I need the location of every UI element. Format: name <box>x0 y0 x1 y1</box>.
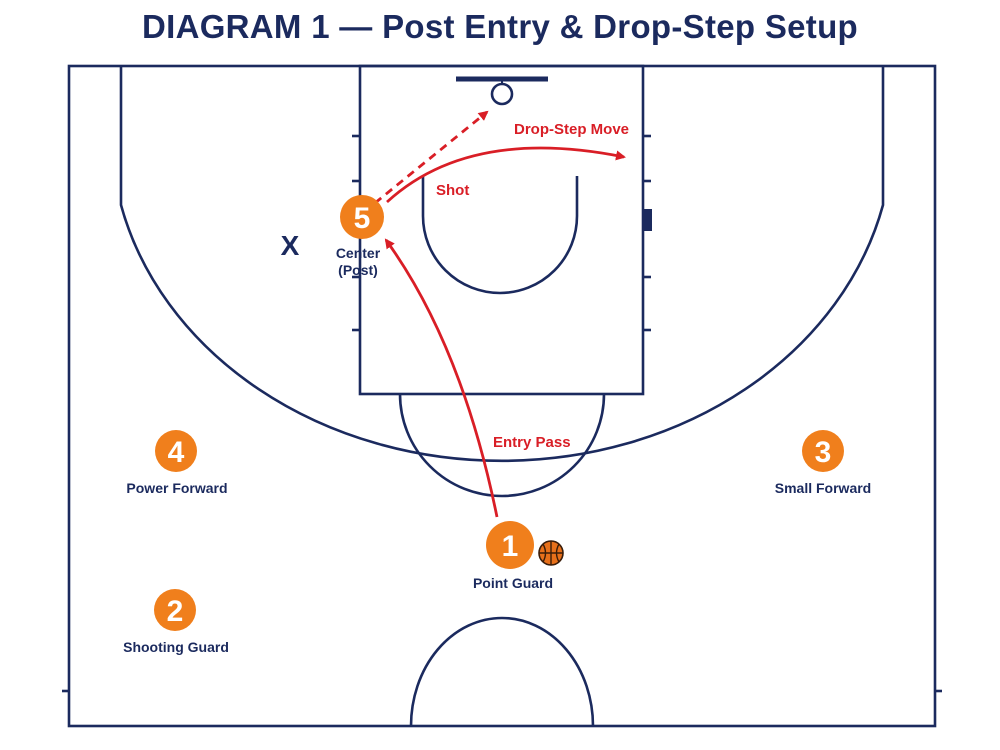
player-1-number: 1 <box>502 530 519 563</box>
entry-pass-arrow <box>384 238 499 518</box>
player-2-label: Shooting Guard <box>123 639 229 655</box>
court-boundary <box>67 64 937 728</box>
entry-pass-label: Entry Pass <box>493 434 571 451</box>
player-5-label: Center <box>336 245 381 261</box>
player-4-marker <box>155 430 197 472</box>
player-3-marker <box>802 430 844 472</box>
lane-block <box>643 209 652 231</box>
basketball-icon <box>538 540 564 566</box>
player-5-marker <box>340 195 384 239</box>
paint-arc <box>421 176 579 295</box>
center-circle <box>409 616 595 727</box>
player-3-label: Small Forward <box>775 480 871 496</box>
player-1-marker <box>486 521 534 569</box>
shot-label: Shot <box>436 182 469 199</box>
drop-step-arrow <box>386 146 626 204</box>
player-3-number: 3 <box>815 436 832 469</box>
player-2-number: 2 <box>167 595 184 628</box>
player-5-label-sub: (Post) <box>338 262 378 278</box>
player-4-power-forward: 4 Power Forward <box>126 430 228 496</box>
player-5-number: 5 <box>354 202 371 235</box>
player-2-shooting-guard: 2 Shooting Guard <box>123 589 229 655</box>
free-throw-circle <box>398 393 606 498</box>
defender-marker: X <box>281 230 300 261</box>
player-3-small-forward: 3 Small Forward <box>775 430 871 496</box>
player-1-point-guard: 1 Point Guard <box>473 521 553 591</box>
three-point-line <box>119 66 885 463</box>
rim <box>490 82 514 106</box>
player-1-label: Point Guard <box>473 575 553 591</box>
player-2-marker <box>154 589 196 631</box>
diagram-title: DIAGRAM 1 — Post Entry & Drop-Step Setup <box>141 8 859 45</box>
shot-arrow <box>374 110 489 205</box>
player-4-number: 4 <box>168 436 185 469</box>
player-5-center: 5 Center (Post) <box>336 195 384 278</box>
player-4-label: Power Forward <box>126 480 227 496</box>
drop-step-label: Drop-Step Move <box>514 121 629 138</box>
paint-lane <box>358 64 645 396</box>
